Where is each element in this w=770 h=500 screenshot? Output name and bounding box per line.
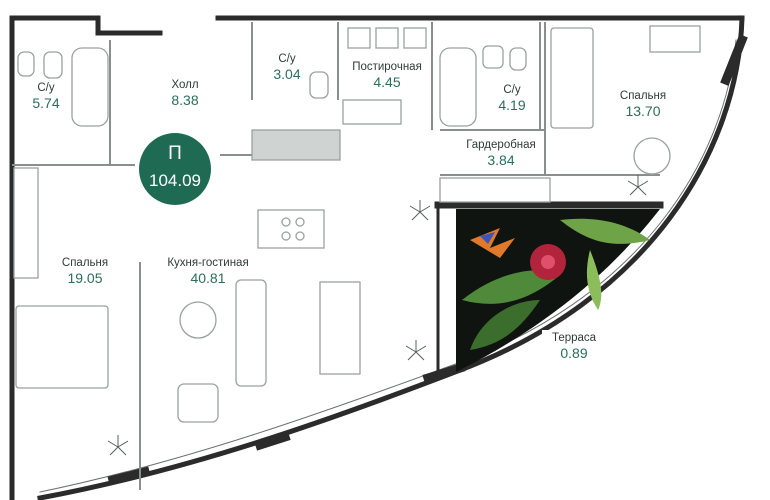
- window-segment-1: [720, 34, 748, 86]
- washer-1: [347, 27, 371, 49]
- desk: [649, 25, 701, 53]
- sink-3: [482, 45, 504, 69]
- plant-2: [405, 340, 427, 361]
- sink-1: [43, 51, 63, 79]
- washer-2: [375, 27, 399, 49]
- kitchen-island: [257, 209, 325, 249]
- hob-1: [281, 217, 291, 227]
- apartment-badge: П 104.09: [139, 133, 211, 205]
- plant-3: [107, 435, 129, 456]
- kitchen-counter: [251, 129, 341, 161]
- room-area: 0.89: [560, 345, 588, 362]
- room-area: 5.74: [32, 95, 60, 112]
- washer-3: [403, 27, 427, 49]
- room-label-bath-1: С/у 5.74: [18, 82, 74, 111]
- room-area: 3.84: [487, 152, 515, 169]
- window-segment-3: [254, 431, 291, 451]
- room-name: Кухня-гостиная: [167, 257, 249, 269]
- armchair: [177, 383, 219, 423]
- room-area: 8.38: [171, 92, 199, 109]
- room-name: Спальня: [61, 257, 109, 269]
- hob-3: [281, 231, 291, 241]
- room-label-terrace: Терраса 0.89: [542, 330, 606, 364]
- room-area: 3.04: [273, 66, 301, 83]
- bed-2: [15, 305, 109, 389]
- toilet-1: [17, 51, 35, 77]
- plant-1: [409, 200, 431, 221]
- facade-inner: [39, 39, 737, 493]
- flower-red-center: [541, 255, 555, 269]
- toilet-3: [509, 47, 527, 71]
- toilet-2: [309, 71, 329, 99]
- bathtub-1: [71, 47, 109, 127]
- terrace-illustration: [456, 209, 660, 372]
- apartment-total-area: 104.09: [149, 171, 201, 190]
- dining-table: [319, 281, 361, 375]
- plants: [107, 175, 649, 456]
- leaf-3: [470, 300, 540, 350]
- leaf-1: [462, 270, 560, 304]
- room-label-bedroom-1: Спальня 13.70: [608, 90, 678, 119]
- apartment-type: П: [168, 143, 182, 164]
- room-name: Холл: [171, 79, 199, 91]
- bed-1: [550, 27, 594, 129]
- bird-of-paradise: [470, 228, 515, 258]
- room-name: С/у: [278, 53, 296, 65]
- room-area: 4.45: [373, 74, 401, 91]
- room-label-laundry: Постирочная 4.45: [344, 61, 430, 90]
- room-label-kitchen-living: Кухня-гостиная 40.81: [158, 257, 258, 286]
- room-name: Гардеробная: [466, 139, 536, 151]
- radiator: [342, 99, 402, 125]
- room-area: 40.81: [190, 270, 226, 287]
- room-label-bath-3: С/у 4.19: [487, 84, 537, 113]
- walls: [9, 15, 748, 500]
- room-name: С/у: [503, 84, 521, 96]
- room-label-bath-2: С/у 3.04: [262, 53, 312, 82]
- room-name: Постирочная: [352, 61, 422, 73]
- armchair-1: [633, 137, 671, 175]
- fixtures: [13, 25, 701, 423]
- coffee-table: [179, 301, 217, 339]
- wardrobe-shelf: [439, 177, 551, 203]
- wardrobe-cabinet-2: [13, 167, 39, 279]
- plant-4: [627, 175, 649, 196]
- room-area: 4.19: [498, 97, 526, 114]
- room-label-hall: Холл 8.38: [155, 79, 215, 108]
- top-wall-left: [9, 15, 163, 36]
- room-label-wardrobe: Гардеробная 3.84: [458, 139, 544, 168]
- room-name: С/у: [37, 82, 55, 94]
- room-label-bedroom-2: Спальня 19.05: [50, 257, 120, 286]
- leaf-4: [586, 250, 602, 310]
- room-area: 19.05: [67, 270, 103, 287]
- hob-2: [295, 217, 305, 227]
- sofa: [235, 279, 267, 387]
- window-segment-2: [422, 362, 466, 384]
- leaf-2: [560, 218, 650, 244]
- room-name: Спальня: [619, 90, 667, 102]
- room-area: 13.70: [625, 103, 661, 120]
- bathtub-3: [439, 47, 477, 127]
- hob-4: [295, 231, 305, 241]
- room-name: Терраса: [551, 332, 597, 344]
- bird-of-paradise-accent: [480, 232, 495, 244]
